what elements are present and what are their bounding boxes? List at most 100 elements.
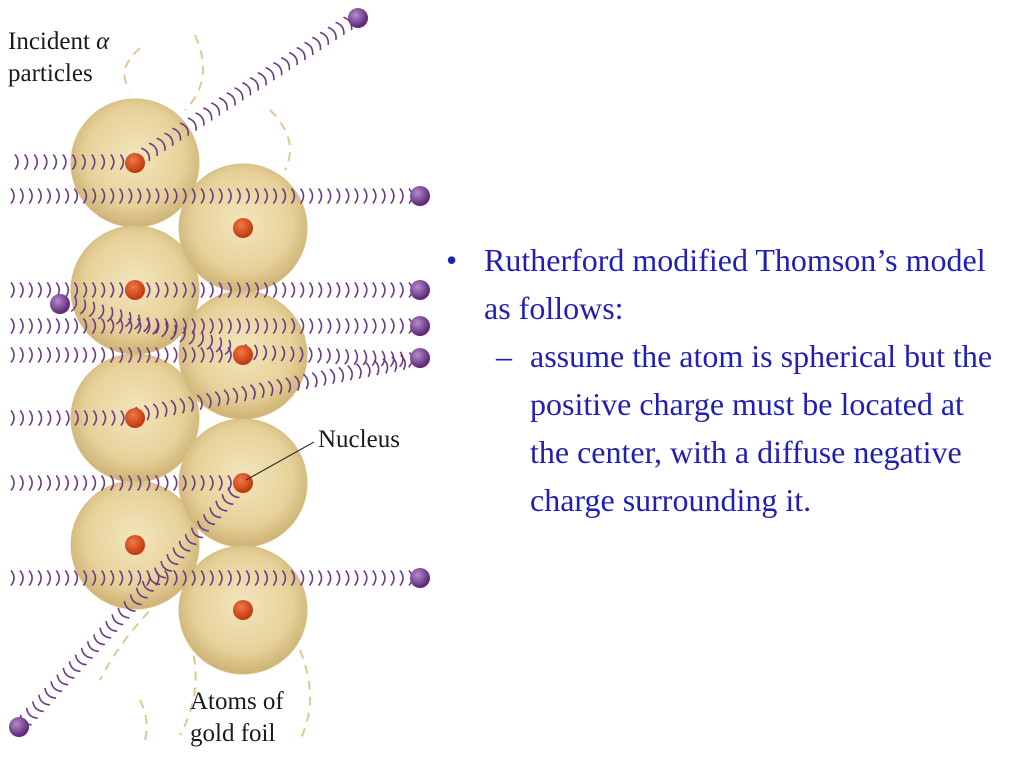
wave-arc — [164, 570, 169, 586]
wave-arc — [304, 41, 314, 56]
wave-arc — [227, 318, 232, 334]
wave-arc — [164, 188, 169, 204]
wave-arc — [320, 370, 327, 386]
wave-arc — [97, 304, 105, 320]
wave-arc — [10, 318, 15, 334]
wave-arc — [127, 475, 133, 491]
wave-arc — [164, 347, 169, 363]
wave-arc — [23, 154, 29, 170]
nucleus-leader-line — [245, 441, 315, 481]
wave-arc — [184, 534, 197, 546]
deflected-trail — [135, 354, 406, 423]
wave-arc — [37, 410, 43, 426]
wave-arc — [390, 318, 395, 334]
wave-arc — [82, 347, 88, 363]
atoms-of-gold-foil-label: Atoms of gold foil — [190, 686, 284, 750]
wave-arc — [10, 475, 15, 491]
wave-arc — [354, 318, 359, 334]
wave-arc — [142, 580, 154, 592]
wave-arc — [308, 282, 314, 298]
wave-arc — [354, 188, 359, 204]
wave-arc — [273, 61, 283, 76]
wave-arc — [390, 570, 395, 586]
wave-arc — [127, 188, 133, 204]
wave-arc — [245, 318, 250, 334]
wave-arc — [241, 385, 247, 402]
wave-arc — [242, 82, 252, 96]
wave-arc — [372, 318, 377, 334]
wave-arc — [46, 347, 51, 363]
wave-arc — [118, 570, 124, 586]
wave-arc — [136, 570, 142, 586]
wave-arc — [64, 347, 69, 363]
wave-arc — [253, 344, 258, 361]
wave-arc — [335, 348, 340, 365]
wave-arc — [91, 318, 97, 334]
incident-alpha-label: Incident α particles — [8, 26, 109, 90]
wave-arc — [71, 154, 77, 170]
wave-arc — [145, 347, 151, 363]
wave-arc — [160, 560, 173, 572]
wave-arc — [335, 188, 341, 204]
dash-line — [99, 599, 161, 681]
wave-arc — [191, 570, 196, 586]
wave-arc — [209, 188, 214, 204]
wave-arc — [46, 410, 52, 426]
wave-arc — [179, 326, 186, 343]
wave-arc — [118, 282, 124, 298]
wave-arc — [100, 347, 106, 363]
wave-arc — [182, 318, 187, 334]
wave-arc — [205, 392, 212, 409]
wave-arc — [146, 318, 151, 334]
wave-arc — [148, 142, 158, 156]
wave-arc — [380, 350, 386, 367]
wave-arc — [62, 667, 75, 679]
incident-label-word: Incident — [8, 28, 90, 55]
wave-arc — [19, 318, 24, 334]
straight-trail — [10, 188, 413, 204]
wave-arc — [381, 570, 386, 586]
wave-arc — [191, 475, 196, 491]
wave-arc — [245, 570, 250, 586]
wave-arc — [182, 188, 187, 204]
nucleus-dot — [125, 535, 145, 555]
wave-arc — [91, 570, 97, 586]
deflected-trail — [243, 343, 413, 368]
nucleus-dot — [233, 218, 253, 238]
wave-arc — [101, 410, 107, 426]
wave-arc — [327, 26, 337, 41]
wave-arc — [381, 188, 386, 204]
dash-line — [123, 47, 141, 91]
wave-arc — [74, 410, 79, 426]
wave-arc — [10, 347, 15, 363]
wave-arc — [209, 318, 214, 334]
wave-arc — [146, 188, 151, 204]
wave-arc — [146, 282, 151, 298]
wave-arc — [245, 188, 250, 204]
wave-arc — [221, 493, 234, 505]
wave-arc — [372, 282, 377, 298]
wave-arc — [203, 514, 216, 526]
bullet-marker: • — [446, 242, 458, 278]
wave-arc — [179, 122, 190, 136]
wave-arc — [33, 154, 38, 170]
wave-arc — [203, 107, 213, 121]
wave-arc — [190, 527, 203, 539]
wave-arc — [140, 147, 151, 161]
wave-arc — [234, 87, 244, 101]
wave-arc — [382, 358, 389, 374]
wave-arc — [100, 570, 106, 586]
wave-arc — [363, 570, 368, 586]
wave-arc — [182, 282, 187, 298]
wave-arc — [227, 282, 232, 298]
wave-arc — [299, 282, 305, 298]
wave-arc — [136, 318, 142, 334]
wave-arc — [46, 475, 51, 491]
wave-arc — [236, 318, 241, 334]
wave-arc — [109, 282, 115, 298]
wave-arc — [148, 574, 161, 586]
wave-arc — [65, 410, 70, 426]
wave-arc — [191, 282, 196, 298]
nucleus-dot — [125, 408, 145, 428]
wave-arc — [302, 373, 309, 390]
